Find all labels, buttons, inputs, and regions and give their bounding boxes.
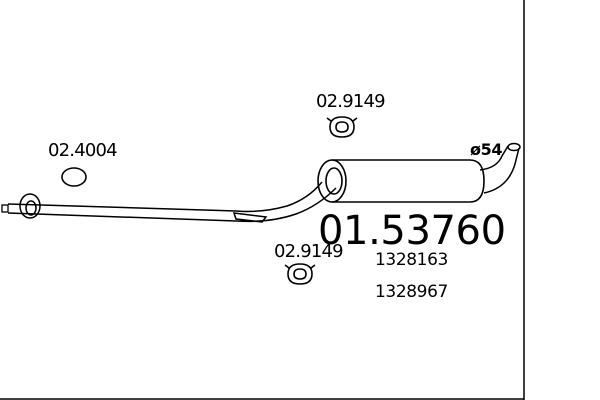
accessory-ring-number: 02.4004 xyxy=(48,140,118,161)
silencer-front-cap-icon xyxy=(317,159,347,203)
silencer-inner-cap-icon xyxy=(325,167,343,195)
inlet-stub-icon xyxy=(1,204,9,213)
pipe-bottom-edge xyxy=(7,187,337,223)
oe-number-2: 1328967 xyxy=(375,282,448,302)
pipe-top-edge xyxy=(7,181,323,213)
silencer-body xyxy=(317,159,485,203)
tailpipe-top-edge xyxy=(479,145,509,171)
inlet-flange-icon xyxy=(19,193,41,219)
diameter-label: ø54 xyxy=(470,140,503,159)
clamp-top-icon xyxy=(326,116,358,138)
tailpipe xyxy=(479,142,521,194)
rubber-ring-icon xyxy=(61,167,87,187)
hanger-bracket-icon xyxy=(232,212,268,223)
inlet-flange-inner-icon xyxy=(25,200,37,216)
clamp-bottom-icon xyxy=(284,263,316,285)
tailpipe-bottom-edge xyxy=(483,147,520,194)
accessory-clamp-bottom-number: 02.9149 xyxy=(274,241,344,262)
oe-number-1: 1328163 xyxy=(375,250,448,270)
accessory-clamp-top-number: 02.9149 xyxy=(316,91,386,112)
front-pipe xyxy=(7,181,337,223)
main-part-number: 01.53760 xyxy=(318,208,506,254)
silencer-shell xyxy=(332,159,485,203)
tailpipe-outlet-icon xyxy=(507,142,521,152)
